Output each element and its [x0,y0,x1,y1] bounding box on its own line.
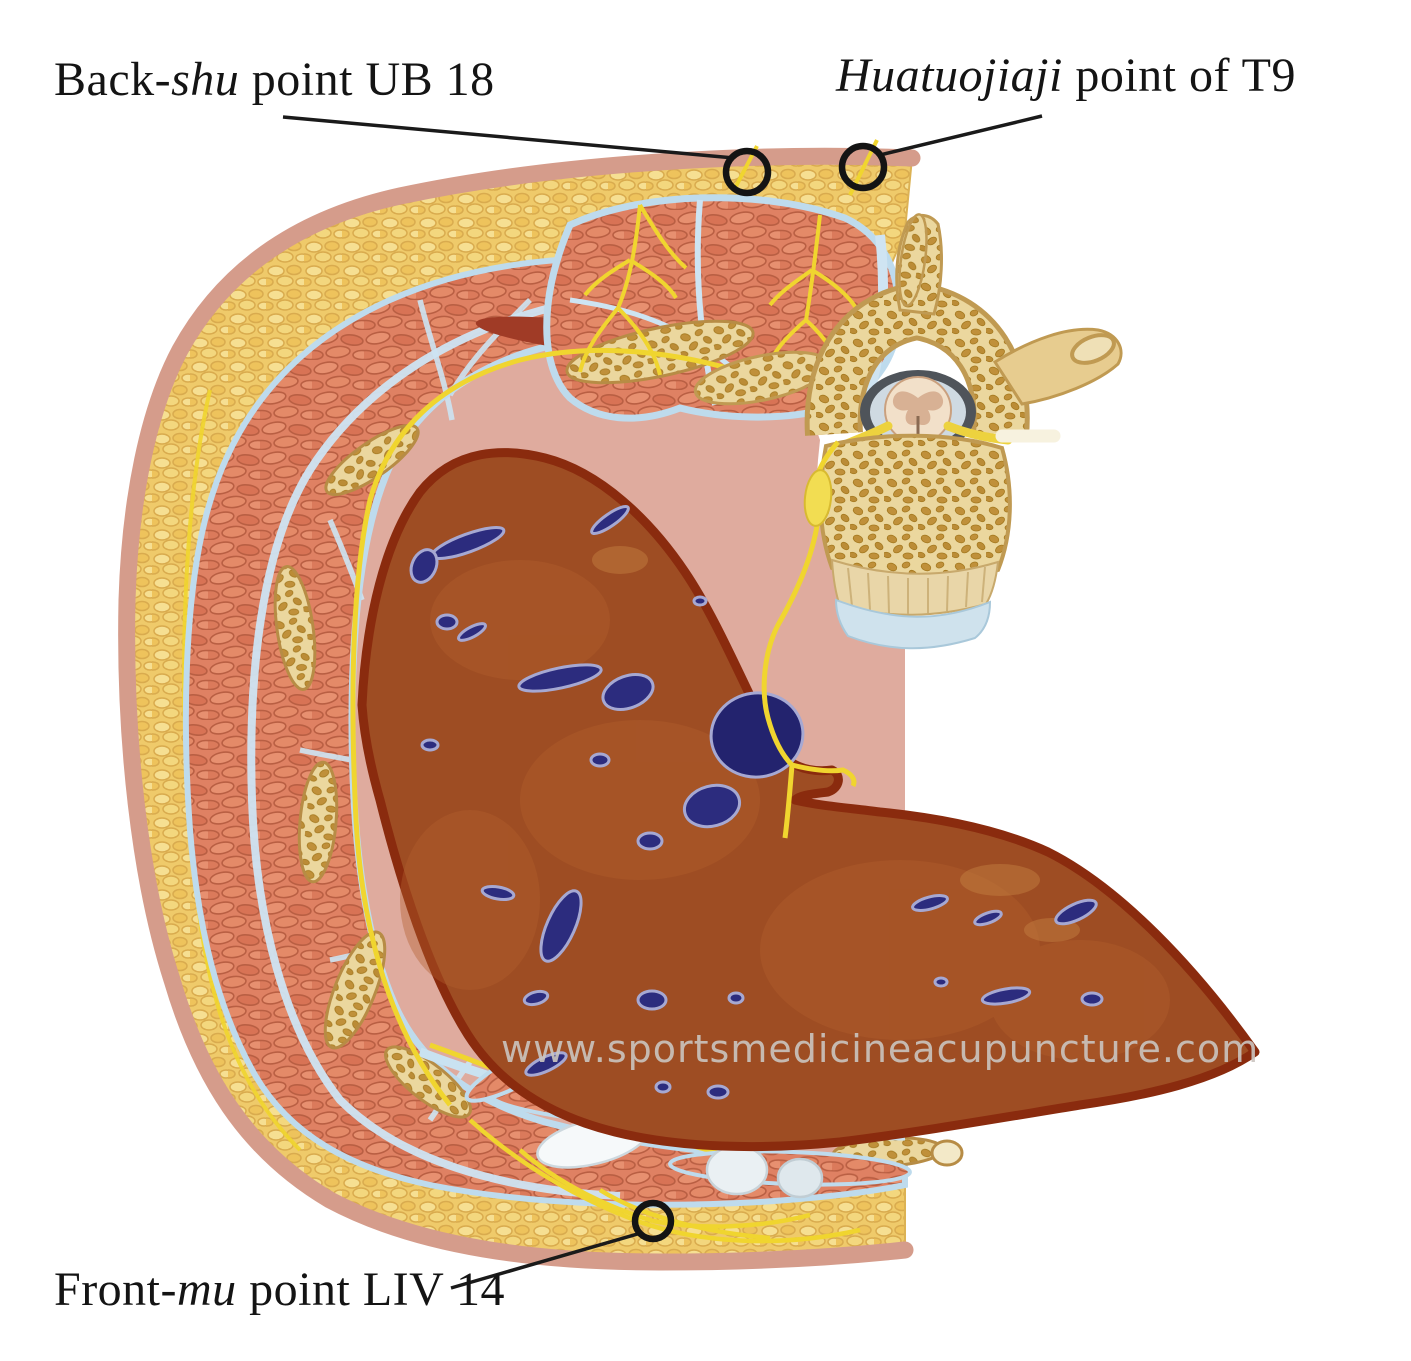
label-back-shu-point: Back-shu point UB 18 [54,56,495,104]
huatuojiaji-point-marker [838,142,888,192]
label-text: point of T9 [1062,49,1296,102]
leader-line-back-shu [282,115,735,160]
label-text: point UB 18 [239,53,495,106]
skin-layer [118,147,921,1271]
liver-shading [400,560,1170,1060]
label-text: Front- [54,1263,177,1316]
gray-matter [892,391,944,426]
portal-vessels [409,504,1104,1100]
watermark: www.sportsmedicineacupuncture.com [501,1027,1260,1071]
sympathetic-ganglion [803,469,833,527]
upper-spinous-sliver [898,213,928,307]
label-text: point LIV 14 [236,1263,505,1316]
cortex-striations [847,566,986,614]
front-mu-point-marker [631,1199,675,1243]
wall-lining-nerve [350,348,791,1107]
liver-light-spots [592,546,1080,942]
label-text-italic: mu [177,1263,237,1316]
back-shu-point-marker [722,147,772,197]
label-huatuojiaji-point: Huatuojiaji point of T9 [836,52,1296,100]
label-text: Back- [54,53,172,106]
splanchnic-nerve [761,440,857,839]
label-text-italic: shu [171,53,240,106]
label-text-italic: Huatuojiaji [836,49,1063,102]
vertebral-body [818,433,1012,583]
annotation-markers [282,114,1043,1290]
intervertebral-disc [834,598,992,650]
leader-line-huatuojiaji [879,114,1043,157]
liver [357,448,1260,1152]
t9-vertebra [693,213,1123,839]
transverse-process-tip [1070,333,1116,365]
fascia-septum [247,286,701,1200]
leader-line-front-mu [450,1231,642,1290]
label-front-mu-point: Front-mu point LIV 14 [54,1266,505,1314]
